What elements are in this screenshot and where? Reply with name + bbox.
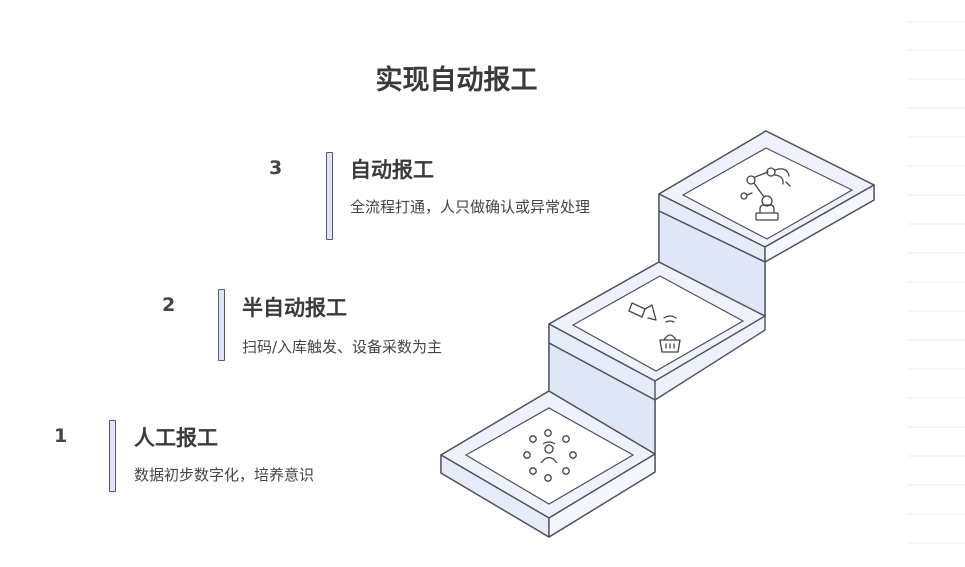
step-2-title: 半自动报工 xyxy=(242,296,347,320)
step-1-number: 1 xyxy=(54,425,68,447)
step-2-description: 扫码/入库触发、设备采数为主 xyxy=(242,338,443,356)
step-3-bar xyxy=(326,152,333,240)
step-1-bar xyxy=(109,420,116,492)
stair-front-2 xyxy=(658,210,766,317)
robot-arm-icon xyxy=(740,167,791,221)
step-3-title: 自动报工 xyxy=(350,158,434,182)
stair-panel-2 xyxy=(571,275,745,372)
page-title: 实现自动报工 xyxy=(375,65,538,96)
stair-side-3 xyxy=(764,184,875,263)
scanner-basket-icon xyxy=(628,302,681,353)
step-2-bar xyxy=(218,289,225,361)
step-1-title: 人工报工 xyxy=(134,426,218,450)
step-3-number: 3 xyxy=(269,157,283,179)
step-3-description: 全流程打通，人只做确认或异常处理 xyxy=(350,198,591,216)
stair-panel-3 xyxy=(681,147,854,240)
step-2-number: 2 xyxy=(162,294,176,316)
step-1-description: 数据初步数字化，培养意识 xyxy=(134,466,315,484)
stair-side-1 xyxy=(548,453,656,538)
stair-panel-1 xyxy=(464,407,635,505)
people-network-icon xyxy=(523,429,577,482)
right-edge-lines xyxy=(908,21,965,544)
